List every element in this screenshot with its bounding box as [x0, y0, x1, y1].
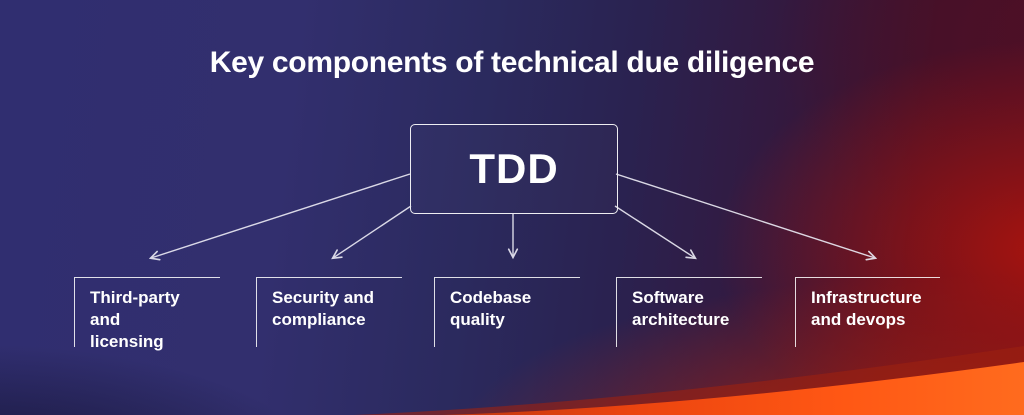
component-box-software-architecture: Software architecture: [616, 277, 762, 347]
component-box-infrastructure-devops: Infrastructure and devops: [795, 277, 940, 347]
label-line: quality: [450, 310, 505, 330]
component-box-security-compliance: Security and compliance: [256, 277, 402, 347]
wave-under-glow: [354, 346, 1024, 415]
tdd-root-node: TDD: [410, 124, 618, 214]
label-line: and: [90, 310, 121, 330]
label-line: compliance: [272, 310, 366, 330]
label-line: Codebase: [450, 288, 532, 307]
component-label: Software architecture: [632, 287, 762, 331]
component-label: Third-party and licensing: [90, 287, 220, 353]
tdd-root-label: TDD: [469, 145, 559, 192]
component-label: Security and compliance: [272, 287, 402, 331]
label-line: Software: [632, 288, 704, 307]
label-line: and devops: [811, 310, 906, 330]
arrow-tdd-to-third-party: [151, 173, 411, 258]
arrow-tdd-to-security: [333, 205, 412, 258]
label-line: Infrastructure: [811, 288, 922, 307]
arrow-tdd-to-architecture: [614, 205, 695, 258]
component-label: Infrastructure and devops: [811, 287, 940, 331]
arrow-tdd-to-infrastructure: [615, 173, 875, 258]
label-line: Security and: [272, 288, 375, 307]
component-box-codebase-quality: Codebase quality: [434, 277, 580, 347]
diagram-title: Key components of technical due diligenc…: [209, 46, 815, 79]
component-box-third-party-licensing: Third-party and licensing: [74, 277, 220, 351]
label-line: licensing: [90, 332, 164, 352]
wave-orange-band: [441, 362, 1024, 415]
component-label: Codebase quality: [450, 287, 580, 331]
label-line: architecture: [632, 310, 730, 330]
label-line: Third-party: [90, 288, 180, 307]
